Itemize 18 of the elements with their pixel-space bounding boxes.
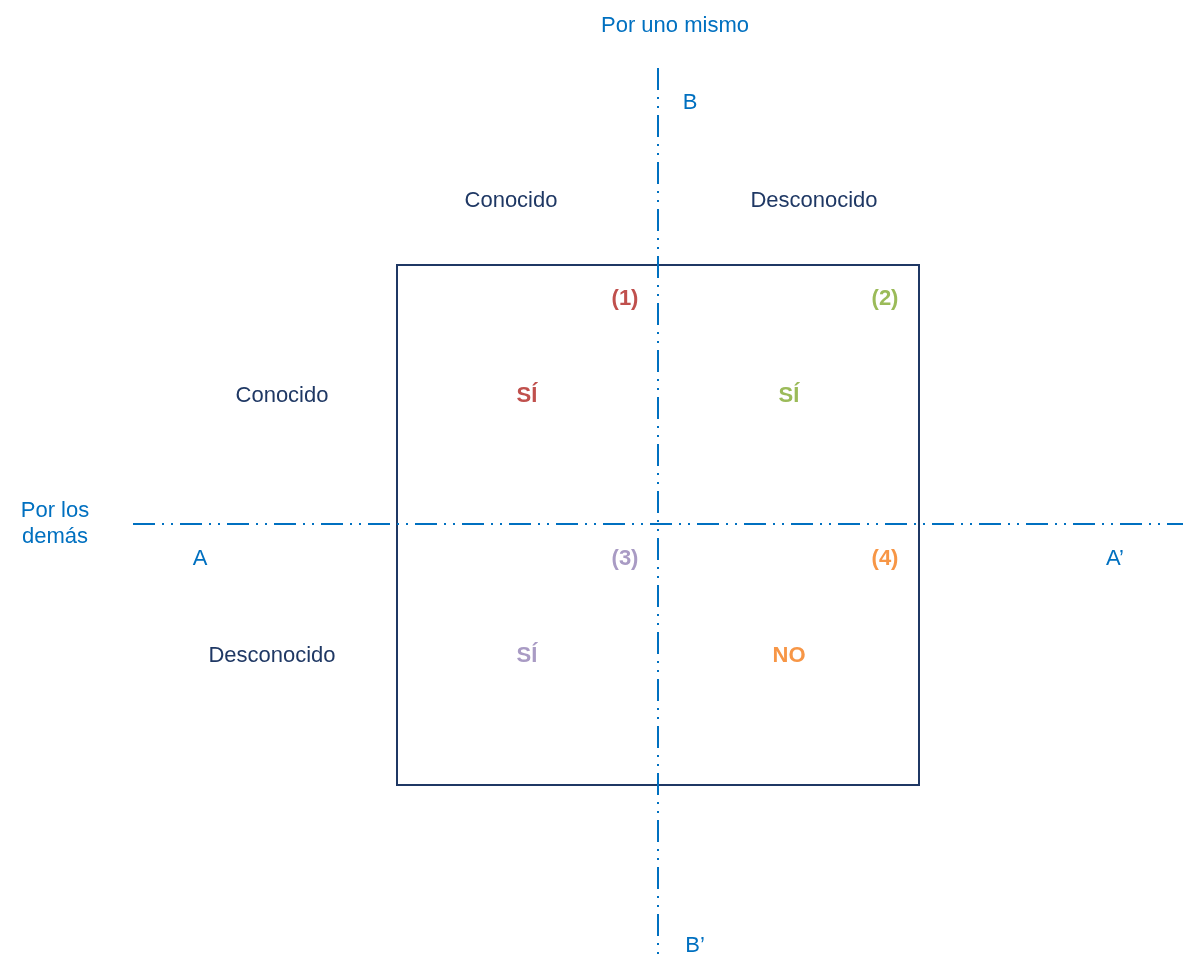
quadrant-answer: SÍ: [516, 382, 538, 408]
axis-end-label: A: [192, 545, 208, 571]
axis-end-label: B: [682, 89, 698, 115]
row-header: Desconocido: [208, 642, 336, 668]
quadrant-number: (4): [871, 545, 899, 571]
axis-end-label: A’: [1106, 545, 1124, 571]
axis-title: Por uno mismo: [601, 12, 749, 38]
quadrant-answer: SÍ: [516, 642, 538, 668]
quadrant-answer: SÍ: [778, 382, 800, 408]
quadrant-number: (1): [611, 285, 639, 311]
quadrant-number: (3): [611, 545, 639, 571]
quadrant-answer: NO: [772, 642, 806, 668]
column-header: Desconocido: [750, 187, 878, 213]
axis-title: Por los demás: [19, 497, 91, 549]
axis-end-label: B’: [685, 932, 705, 958]
column-header: Conocido: [464, 187, 558, 213]
row-header: Conocido: [235, 382, 329, 408]
quadrant-number: (2): [871, 285, 899, 311]
